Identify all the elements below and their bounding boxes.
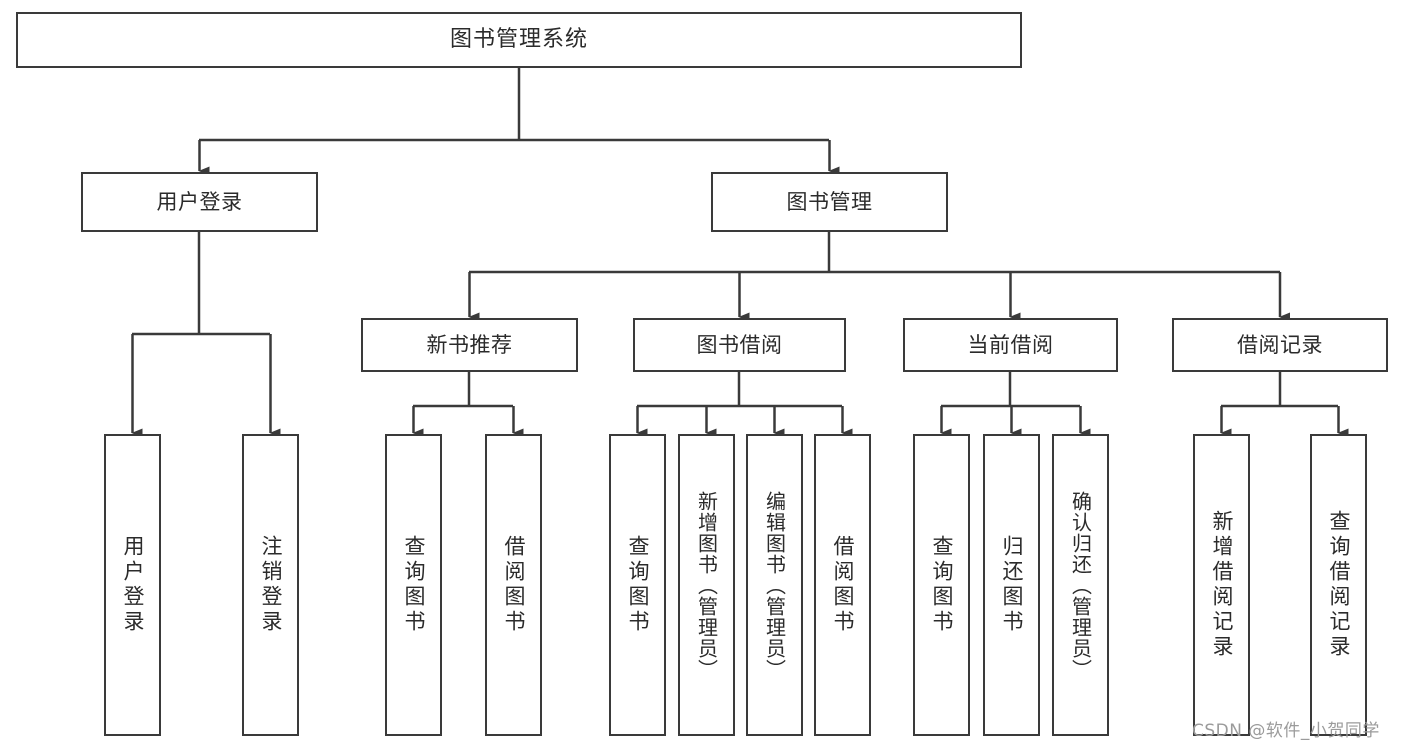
node-label: 图书管理 [786, 189, 873, 214]
node-label: 查询图书 [402, 535, 426, 635]
node-label: 注销登录 [259, 535, 283, 635]
node-user-login[interactable]: 用户登录 [81, 172, 318, 232]
node-leaf-edit-book[interactable]: 编辑图书（管理员） [746, 434, 803, 736]
node-label: 借阅记录 [1237, 332, 1323, 357]
node-label: 图书借阅 [696, 332, 783, 357]
node-label: 用户登录 [121, 535, 145, 635]
node-leaf-add-borrow-record[interactable]: 新增借阅记录 [1193, 434, 1250, 736]
node-label: 查询图书 [626, 535, 650, 635]
node-label: 编辑图书（管理员） [762, 490, 787, 680]
node-label: 归还图书 [1000, 535, 1024, 635]
node-current-borrow[interactable]: 当前借阅 [903, 318, 1118, 372]
node-label: 新增图书（管理员） [694, 490, 719, 680]
node-leaf-confirm-return[interactable]: 确认归还（管理员） [1052, 434, 1109, 736]
node-leaf-user-login[interactable]: 用户登录 [104, 434, 161, 736]
connector-lines [131, 68, 1349, 438]
node-label: 确认归还（管理员） [1068, 490, 1093, 680]
node-label: 借阅图书 [502, 535, 526, 635]
node-book-borrow[interactable]: 图书借阅 [633, 318, 846, 372]
node-leaf-query-borrow-record[interactable]: 查询借阅记录 [1310, 434, 1367, 736]
node-label: 借阅图书 [831, 535, 855, 635]
node-label: 查询图书 [930, 535, 954, 635]
node-label: 当前借阅 [967, 332, 1054, 357]
node-leaf-add-book[interactable]: 新增图书（管理员） [678, 434, 735, 736]
node-label: 新增借阅记录 [1210, 510, 1234, 660]
watermark-text: CSDN @软件_小贺同学 [1192, 721, 1380, 741]
node-leaf-query-book-2[interactable]: 查询图书 [609, 434, 666, 736]
node-leaf-user-logout[interactable]: 注销登录 [242, 434, 299, 736]
node-label: 用户登录 [156, 189, 243, 214]
node-borrow-record[interactable]: 借阅记录 [1172, 318, 1388, 372]
node-leaf-borrow-book-2[interactable]: 借阅图书 [814, 434, 871, 736]
node-leaf-return-book[interactable]: 归还图书 [983, 434, 1040, 736]
node-leaf-query-book-3[interactable]: 查询图书 [913, 434, 970, 736]
node-book-manage[interactable]: 图书管理 [711, 172, 948, 232]
node-new-book-recommend[interactable]: 新书推荐 [361, 318, 578, 372]
node-label: 新书推荐 [426, 332, 513, 357]
node-label: 查询借阅记录 [1327, 510, 1351, 660]
node-root-book-management-system[interactable]: 图书管理系统 [16, 12, 1022, 68]
node-leaf-query-book-1[interactable]: 查询图书 [385, 434, 442, 736]
node-leaf-borrow-book-1[interactable]: 借阅图书 [485, 434, 542, 736]
node-label: 图书管理系统 [449, 27, 588, 53]
